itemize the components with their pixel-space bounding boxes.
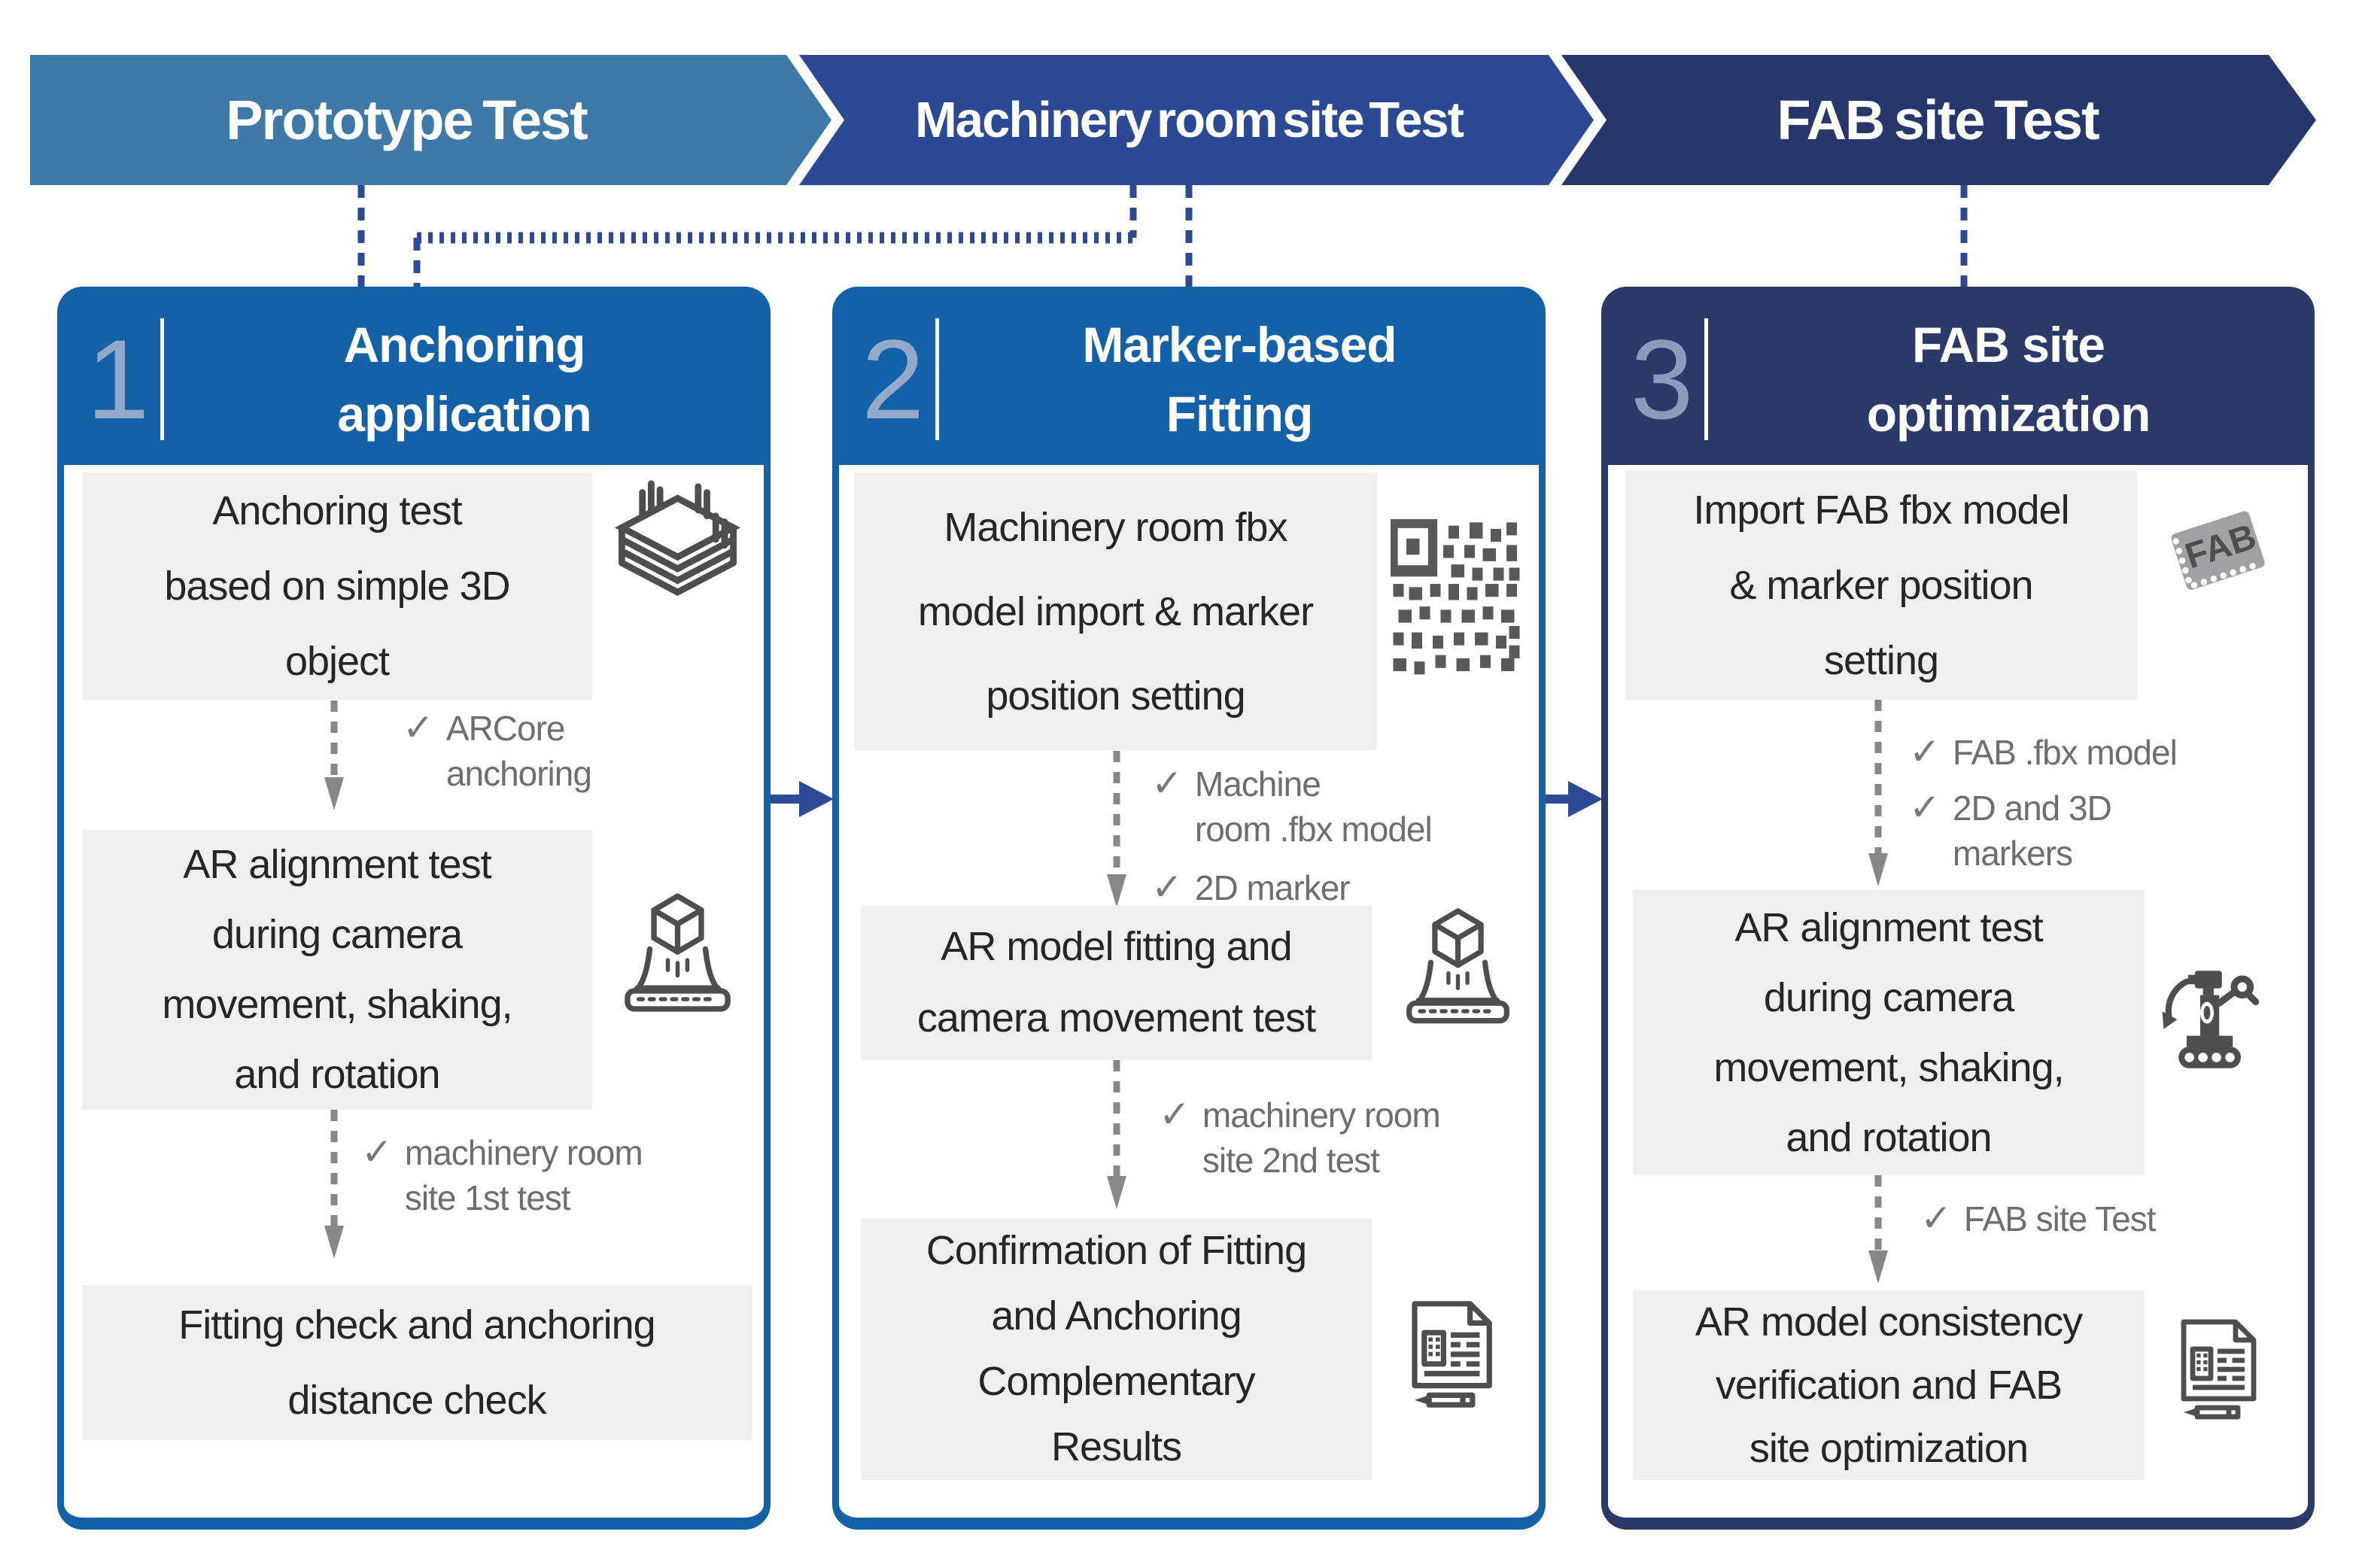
phase3-label: FAB site Test [1777, 89, 2099, 151]
phase2-label: Machinery room site Test [915, 92, 1464, 148]
check-icon: ✓ [1909, 786, 1941, 829]
robot-icon [2162, 971, 2260, 1068]
dashed-down-arrow [1107, 751, 1126, 907]
qr-code-icon [1391, 519, 1520, 675]
report-icon [2181, 1319, 2257, 1420]
dashed-down-arrow [1868, 1175, 1888, 1284]
header-divider-bar [1704, 318, 1708, 440]
check-label: ARCore anchoring [445, 709, 592, 793]
fab-chip-icon: FAB [2171, 511, 2265, 590]
phase-banner [30, 55, 2316, 185]
column2-header: 2 Marker-based Fitting [839, 293, 1539, 465]
column3-number: 3 [1631, 315, 1694, 442]
check-annotation-group: ✓ Machine room .fbx model ✓ 2D marker [1151, 761, 1433, 910]
step-box: Confirmation of Fitting and Anchoring Co… [861, 1218, 1372, 1480]
check-icon: ✓ [1151, 761, 1183, 805]
column1-number: 1 [87, 315, 150, 442]
check-annotation: ✓ machinery room site 1st test [361, 1130, 643, 1220]
step-box: AR model fitting and camera movement tes… [861, 905, 1372, 1060]
column3-title: FAB site optimization [1866, 317, 2151, 442]
check-label: FAB site Test [1963, 1199, 2157, 1238]
header-divider-bar [160, 318, 164, 440]
phase2-chevron [799, 55, 1594, 185]
column1-title: Anchoring application [337, 317, 591, 442]
check-annotation: ✓ ARCore anchoring [403, 706, 592, 796]
check-icon: ✓ [403, 706, 434, 749]
check-annotation: ✓ machinery room site 2nd test [1159, 1092, 1441, 1183]
column-fab-site-optimization: 3 FAB site optimization Import FAB fbx m… [1601, 287, 2315, 1530]
check-icon: ✓ [1909, 730, 1941, 773]
column2-number: 2 [862, 315, 925, 442]
check-icon: ✓ [1159, 1092, 1190, 1136]
check-icon: ✓ [1920, 1196, 1952, 1240]
dashed-down-arrow [324, 1110, 344, 1259]
header-divider-bar [935, 318, 939, 440]
report-icon [1412, 1301, 1492, 1408]
check-label: Machine room .fbx model [1194, 764, 1433, 849]
column-marker-based-fitting: 2 Marker-based Fitting Machinery room fb… [832, 287, 1546, 1530]
step-box: AR model consistency verification and FA… [1633, 1290, 2145, 1480]
check-annotation: ✓ 2D marker [1151, 865, 1432, 910]
step-box: Fitting check and anchoring distance che… [82, 1285, 752, 1440]
check-label: machinery room site 1st test [404, 1133, 643, 1217]
phase1-label: Prototype Test [226, 89, 588, 151]
check-label: FAB .fbx model [1952, 733, 2178, 772]
dashed-down-arrow [1107, 1060, 1126, 1209]
dashed-down-arrow [324, 700, 344, 810]
check-icon: ✓ [361, 1130, 393, 1174]
check-annotation: ✓ FAB .fbx model [1909, 730, 2178, 775]
next-phase-arrow [766, 781, 834, 817]
check-annotation: ✓ 2D and 3D markers [1909, 786, 2177, 876]
step-box: AR alignment test during camera movement… [82, 830, 592, 1110]
step-box: Machinery room fbx model import & marker… [854, 473, 1377, 750]
column-anchoring-application: 1 Anchoring application Anchoring test b… [57, 287, 771, 1530]
check-label: machinery room site 2nd test [1202, 1095, 1441, 1180]
ar-laptop-icon [1406, 908, 1509, 1024]
stacked-layers-icon [614, 480, 741, 597]
phase1-chevron [30, 55, 831, 185]
step-box: Import FAB fbx model & marker position s… [1625, 470, 2137, 700]
dashed-down-arrow [1868, 700, 1888, 886]
column2-title: Marker-based Fitting [1082, 317, 1397, 442]
column3-header: 3 FAB site optimization [1608, 293, 2308, 465]
column1-header: 1 Anchoring application [64, 293, 764, 465]
step-box: Anchoring test based on simple 3D object [82, 473, 592, 700]
step-box: AR alignment test during camera movement… [1633, 890, 2145, 1175]
ar-laptop-icon [625, 893, 731, 1012]
check-annotation-group: ✓ FAB .fbx model ✓ 2D and 3D markers [1909, 730, 2178, 876]
phase3-chevron [1561, 55, 2316, 185]
check-annotation: ✓ Machine room .fbx model [1151, 761, 1433, 852]
check-annotation: ✓ FAB site Test [1920, 1196, 2157, 1241]
check-label: 2D marker [1194, 868, 1351, 907]
check-icon: ✓ [1151, 865, 1183, 909]
check-label: 2D and 3D markers [1952, 789, 2112, 873]
banner-column-connectors [357, 185, 1968, 287]
